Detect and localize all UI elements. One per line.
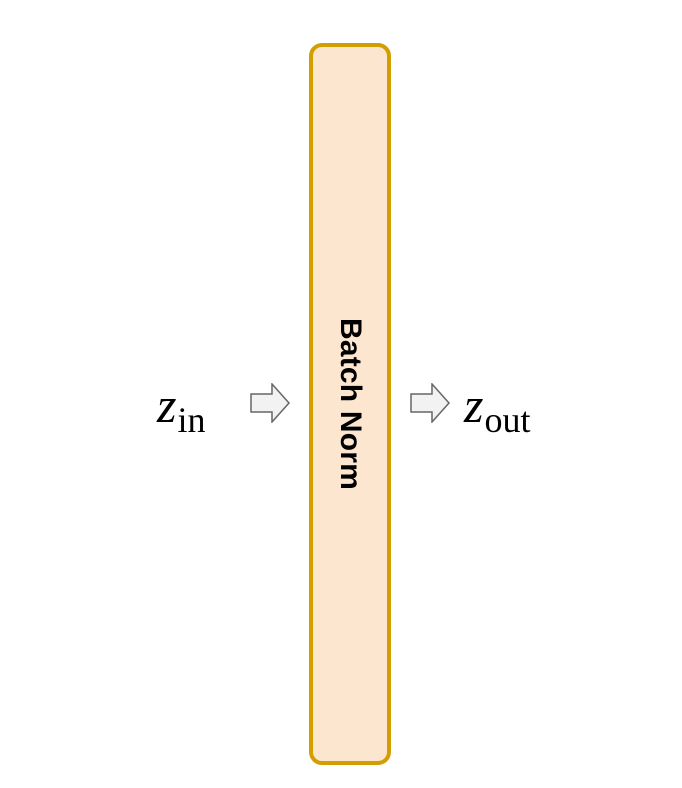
output-symbol: z bbox=[464, 377, 484, 433]
output-subscript: out bbox=[484, 400, 531, 440]
input-subscript: in bbox=[177, 400, 206, 440]
batch-norm-block: Batch Norm bbox=[309, 43, 391, 765]
input-symbol: z bbox=[157, 377, 177, 433]
output-variable: zout bbox=[464, 377, 530, 438]
output-arrow-icon bbox=[410, 383, 450, 423]
batch-norm-label: Batch Norm bbox=[334, 317, 367, 491]
input-arrow-icon bbox=[250, 383, 290, 423]
input-variable: zin bbox=[157, 377, 205, 438]
